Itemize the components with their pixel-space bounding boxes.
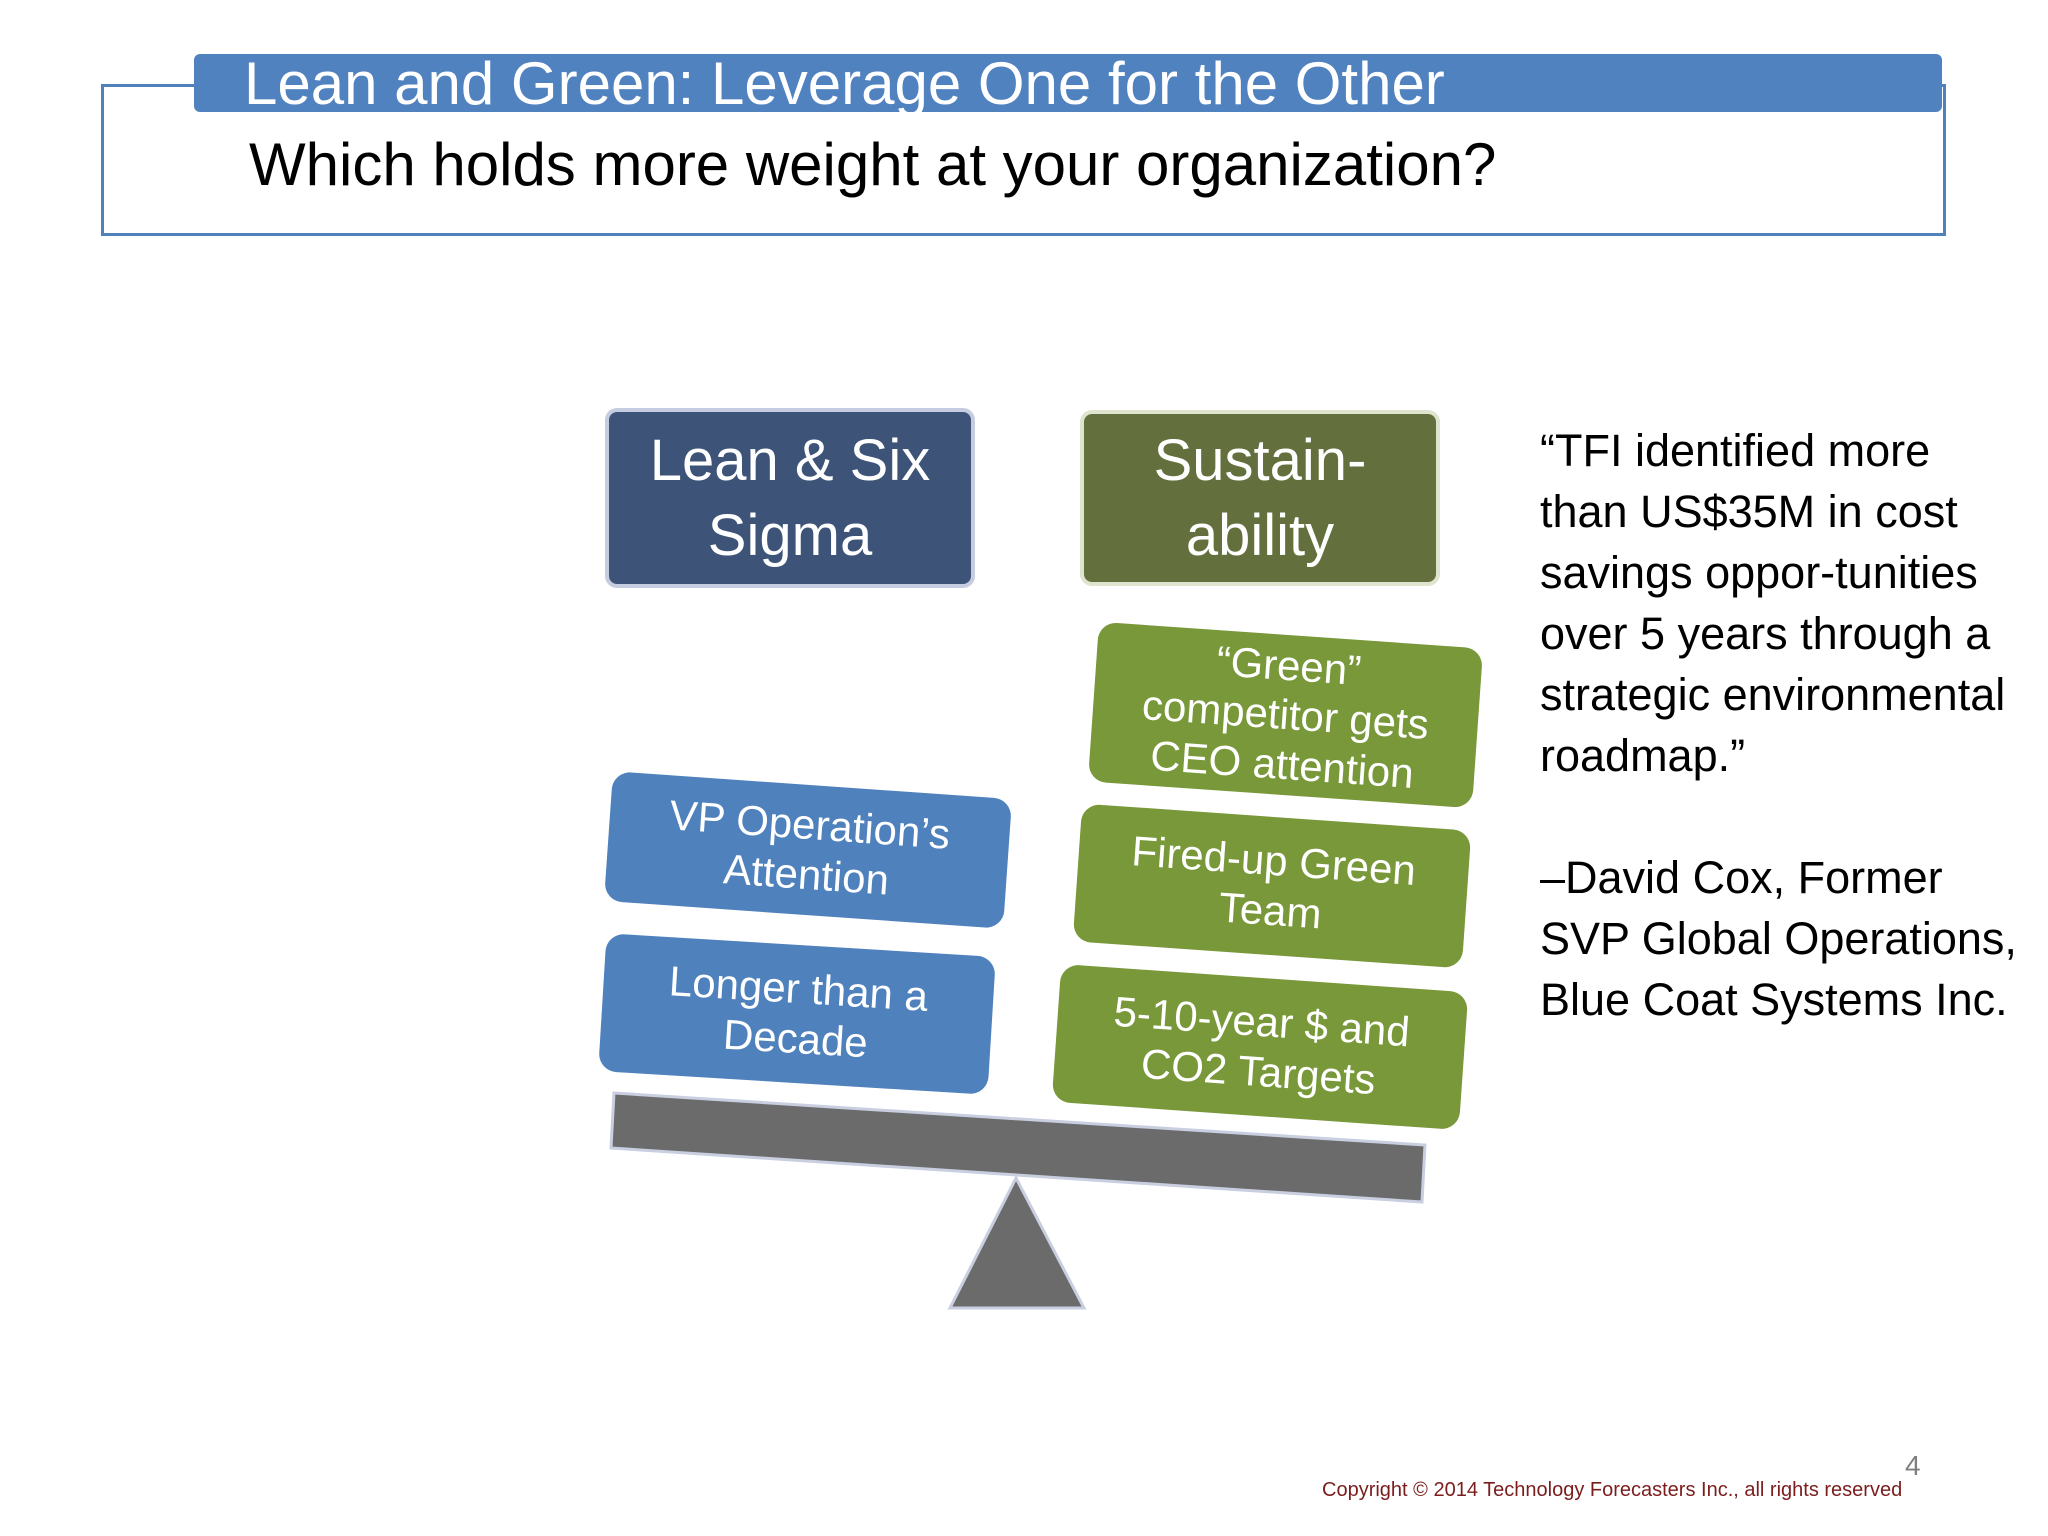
quote-block: “TFI identified more than US$35M in cost… — [1540, 420, 2020, 1030]
scale-fulcrum — [947, 1174, 1087, 1310]
title-bar: Lean and Green: Leverage One for the Oth… — [194, 54, 1942, 112]
sustainability-header: Sustain-ability — [1080, 410, 1440, 586]
quote-attribution: –David Cox, Former SVP Global Operations… — [1540, 852, 2017, 1025]
slide-title: Lean and Green: Leverage One for the Oth… — [244, 54, 1445, 112]
page-number: 4 — [1905, 1450, 1921, 1481]
slide-subtitle: Which holds more weight at your organiza… — [249, 131, 1497, 198]
quote-text: “TFI identified more than US$35M in cost… — [1540, 425, 2006, 781]
scale-beam — [609, 1091, 1427, 1204]
lean-six-sigma-header: Lean & Six Sigma — [605, 408, 975, 588]
copyright-notice: Copyright © 2014 Technology Forecasters … — [1322, 1479, 1903, 1501]
